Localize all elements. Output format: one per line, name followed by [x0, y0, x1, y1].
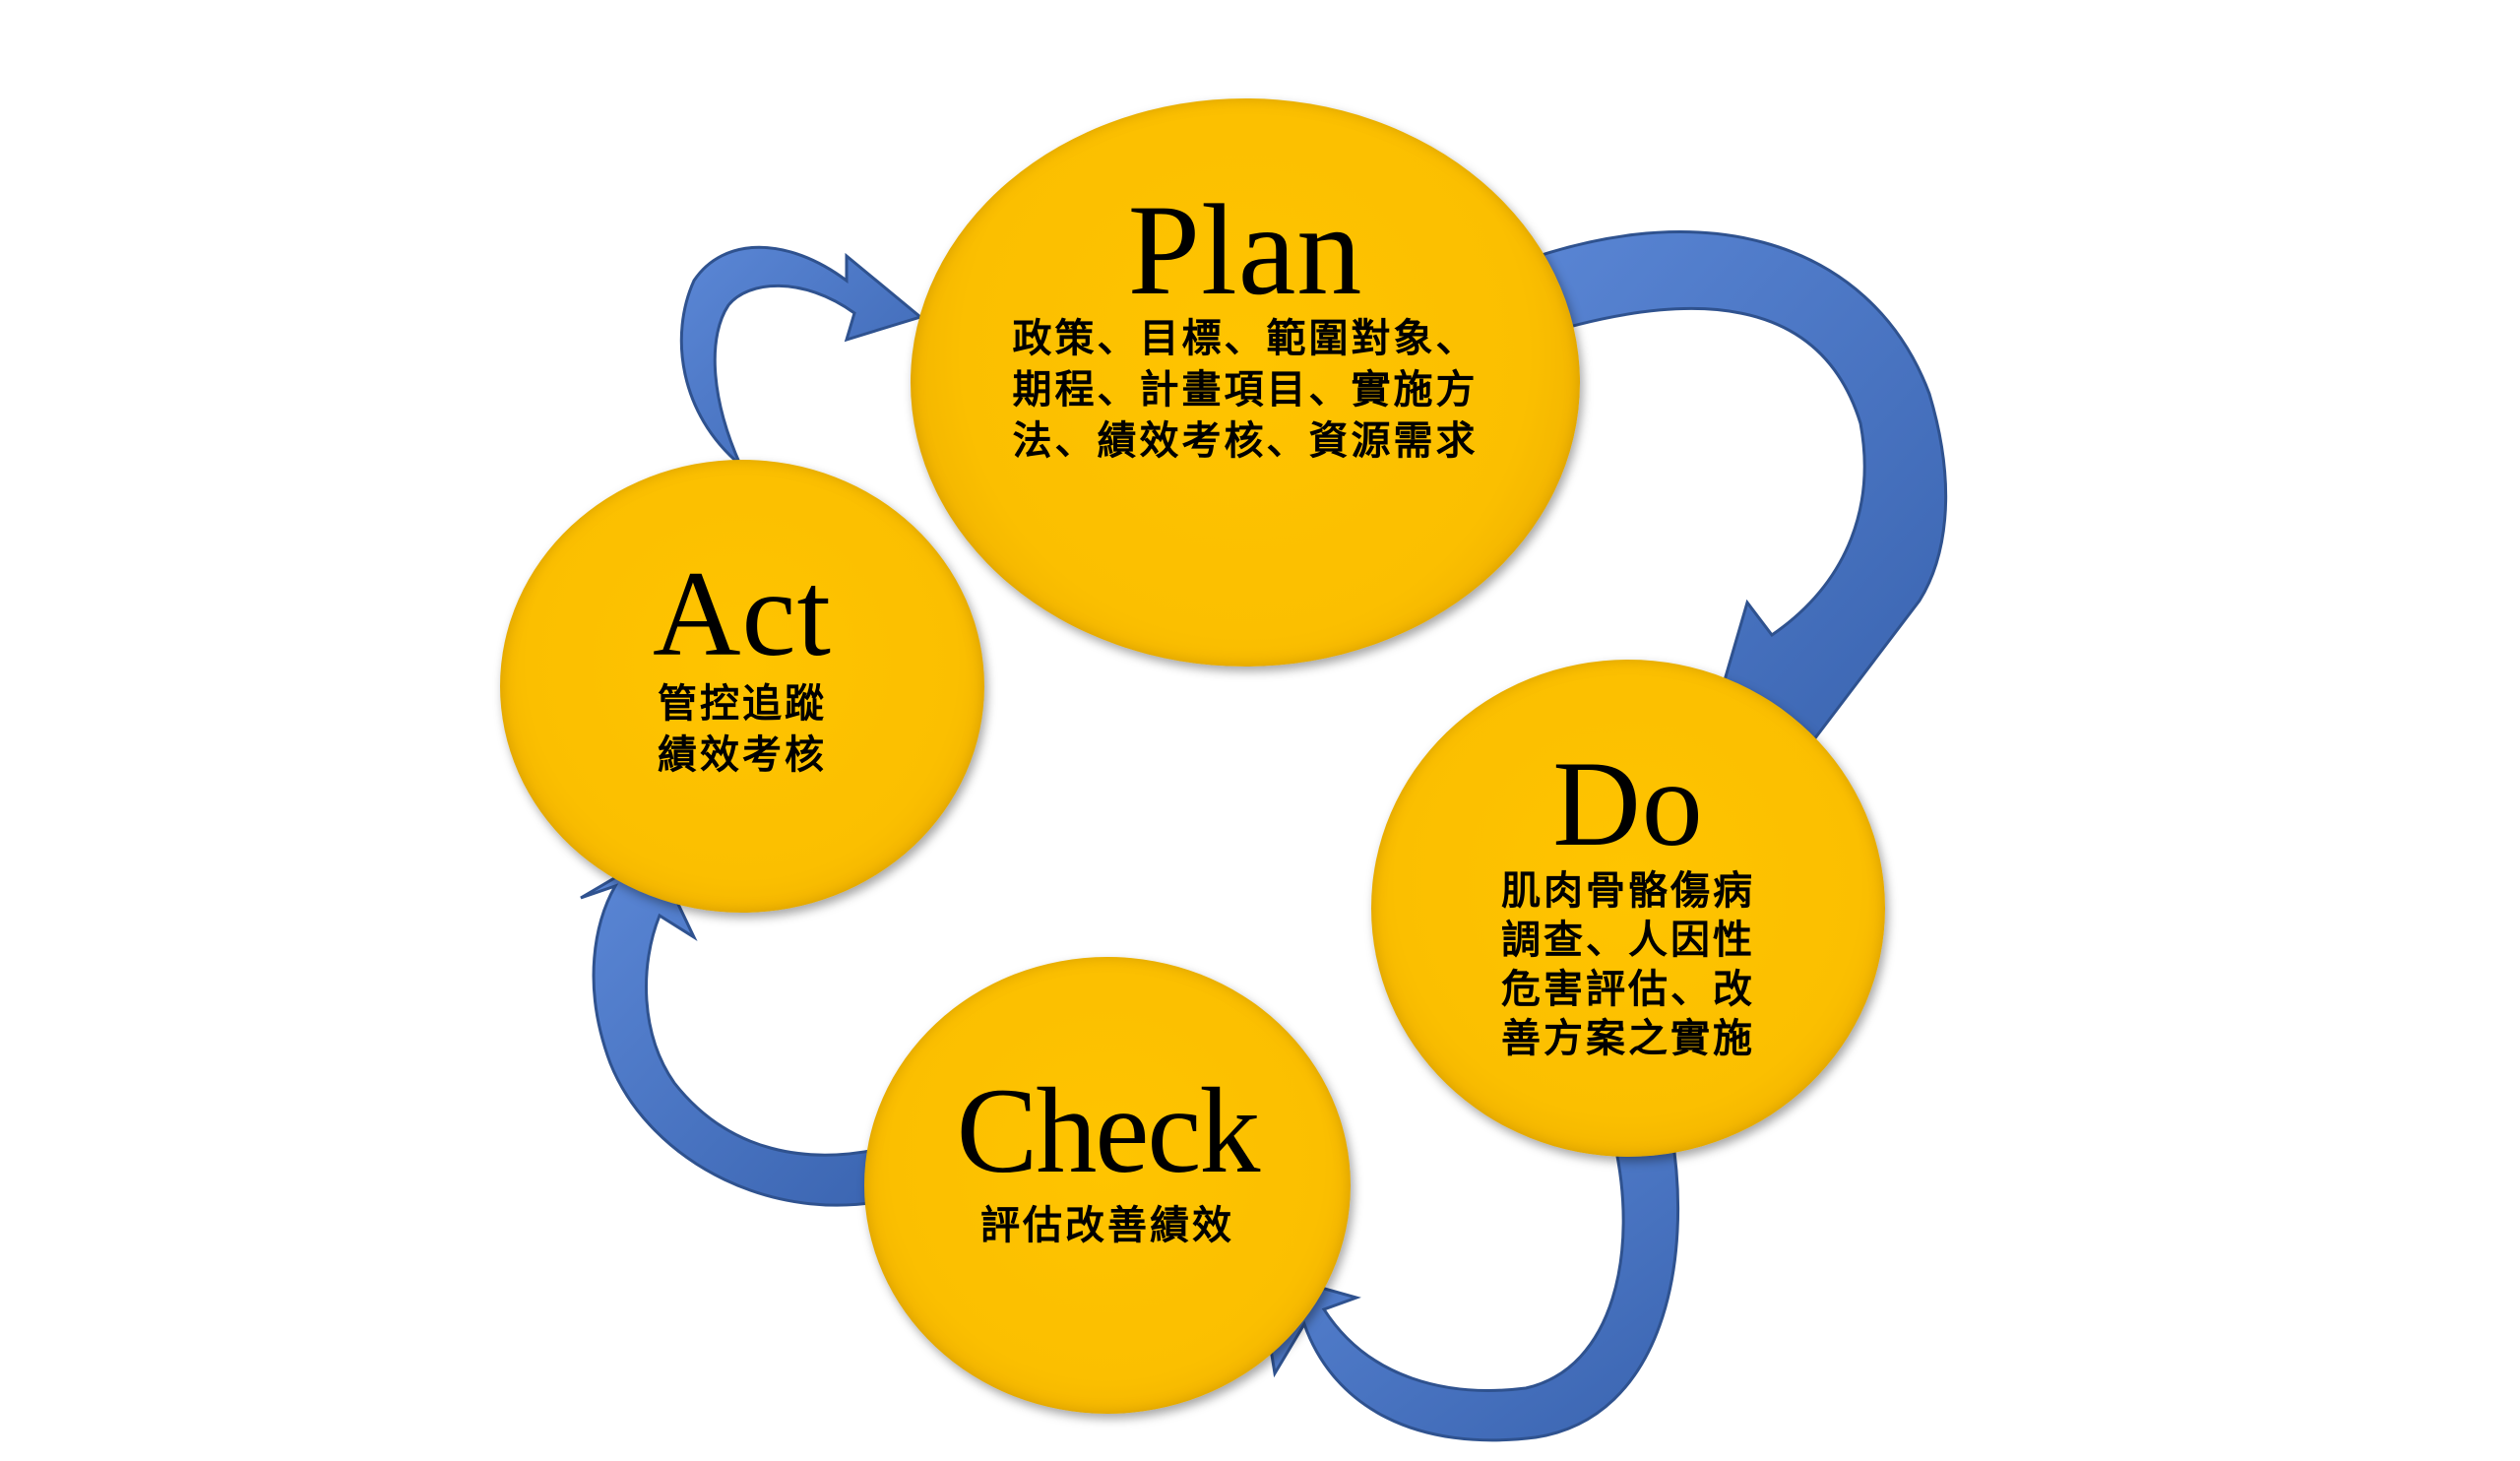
- plan-title: Plan: [1127, 177, 1363, 322]
- check-node: Check 評估改善績效: [864, 957, 1351, 1414]
- act-node: Act 管控追蹤 績效考核: [500, 460, 984, 913]
- do-line: 調查、人因性: [1501, 918, 1755, 963]
- plan-line: 法、績效考核、資源需求: [1012, 418, 1479, 464]
- plan-node: Plan 政策、目標、範圍對象、 期程、計畫項目、實施方 法、績效考核、資源需求: [911, 98, 1580, 667]
- do-line: 肌肉骨骼傷病: [1501, 868, 1755, 914]
- arrow-check-to-act: [580, 852, 906, 1207]
- do-line: 善方案之實施: [1501, 1016, 1755, 1061]
- plan-line: 政策、目標、範圍對象、: [1012, 316, 1479, 361]
- arrow-act-to-plan: [679, 245, 924, 494]
- act-description: 管控追蹤 績效考核: [500, 678, 984, 781]
- plan-line: 期程、計畫項目、實施方: [1012, 367, 1479, 413]
- check-description: 評估改善績效: [864, 1201, 1351, 1250]
- plan-description: 政策、目標、範圍對象、 期程、計畫項目、實施方 法、績效考核、資源需求: [911, 313, 1580, 467]
- do-node: Do 肌肉骨骼傷病 調查、人因性 危害評估、改 善方案之實施: [1371, 660, 1885, 1157]
- check-line: 評估改善績效: [980, 1203, 1234, 1248]
- arrow-do-to-check: [1256, 1130, 1680, 1442]
- act-line: 績效考核: [658, 732, 827, 778]
- do-title: Do: [1552, 736, 1704, 871]
- check-title: Check: [956, 1063, 1261, 1198]
- do-line: 危害評估、改: [1501, 967, 1755, 1012]
- act-line: 管控追蹤: [658, 681, 827, 727]
- act-title: Act: [652, 546, 833, 681]
- do-description: 肌肉骨骼傷病 調查、人因性 危害評估、改 善方案之實施: [1371, 866, 1885, 1063]
